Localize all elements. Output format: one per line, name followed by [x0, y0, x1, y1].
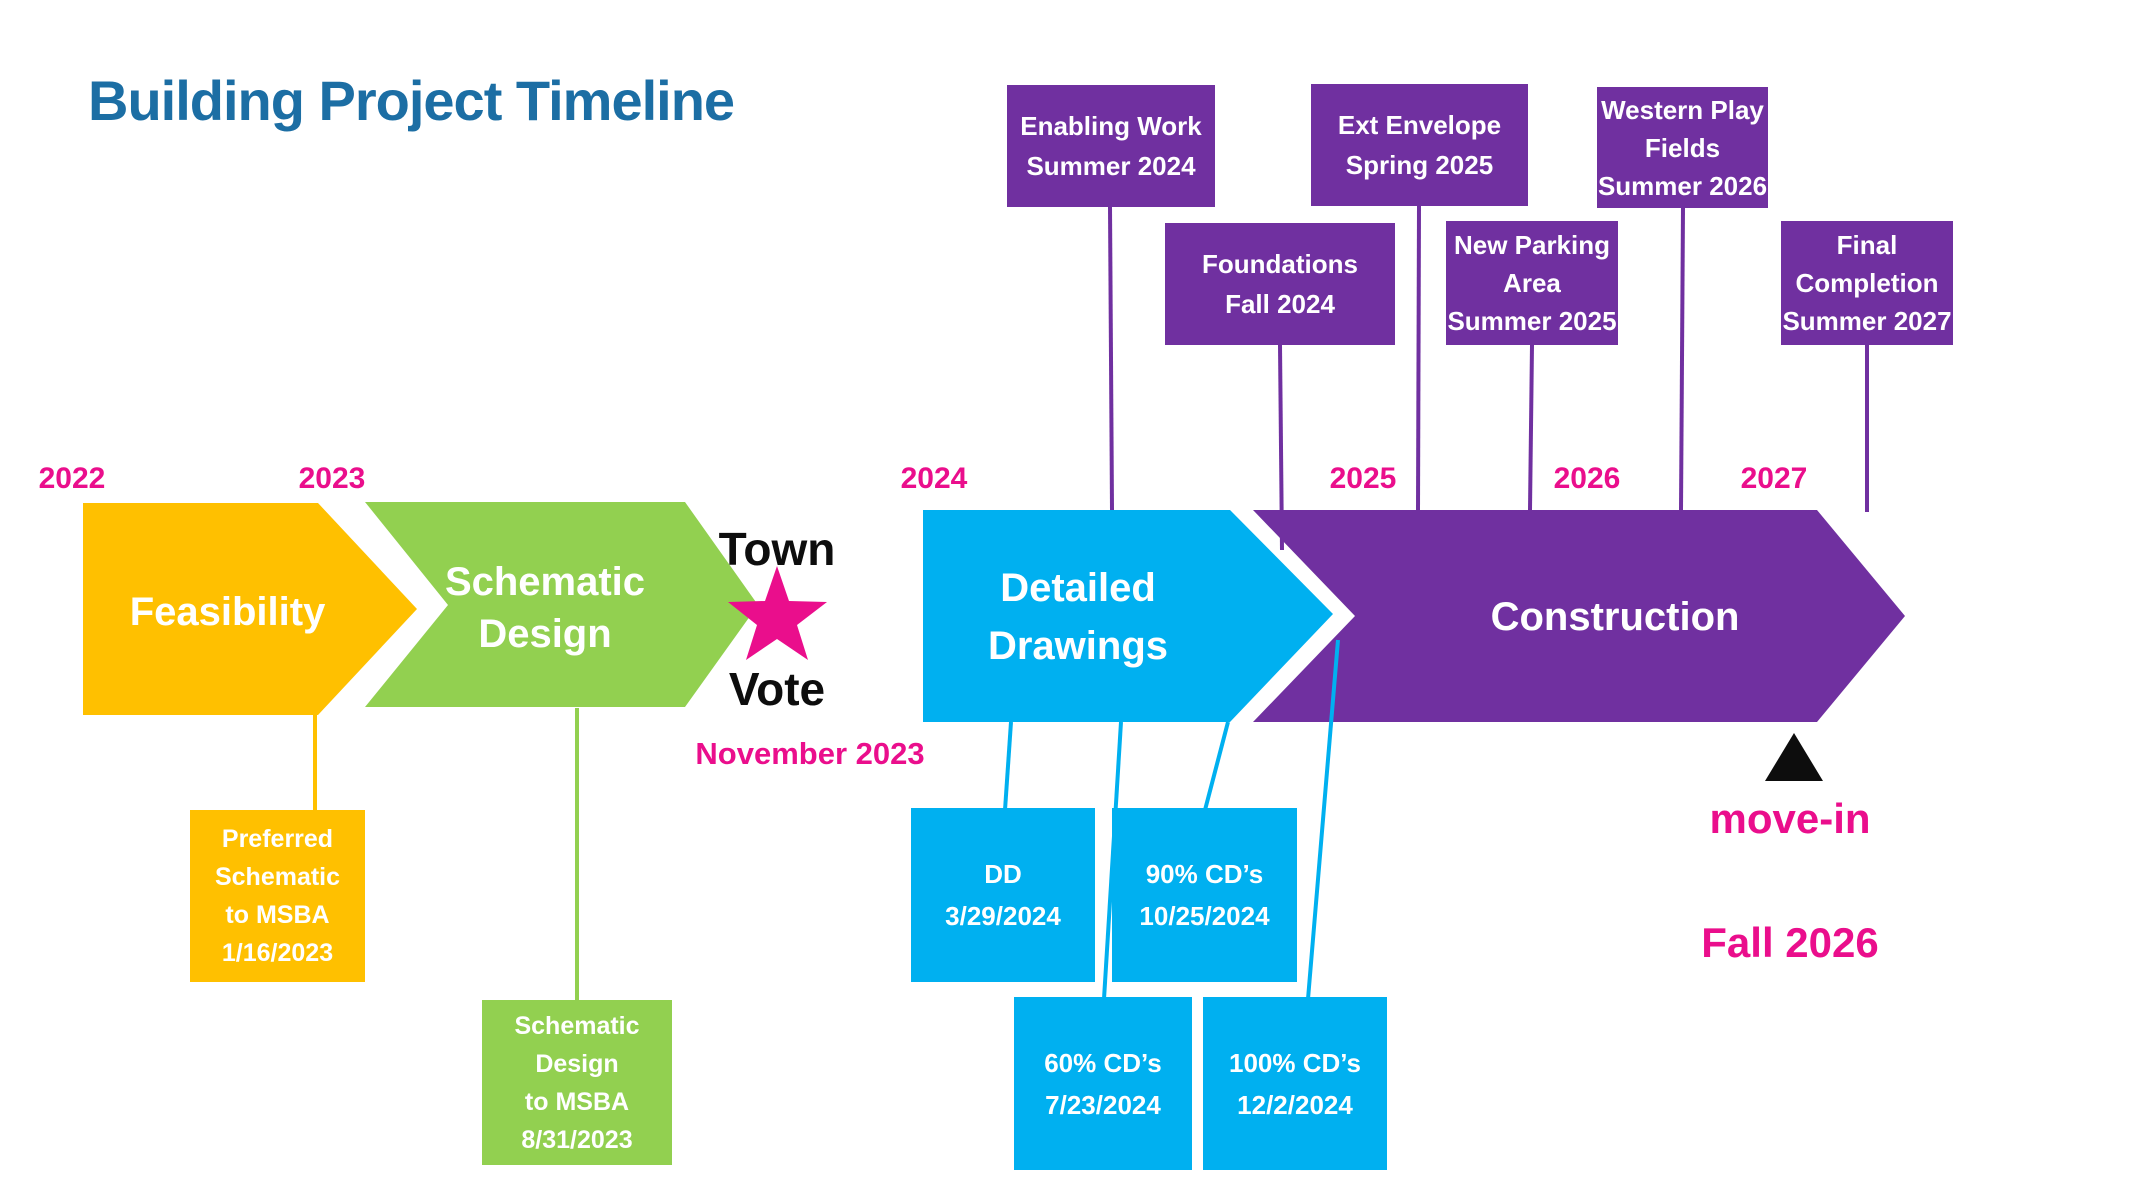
move-in-annotation: move-in Fall 2026 [1660, 788, 1920, 974]
page-title: Building Project Timeline [88, 69, 735, 132]
milestone-box-new-parking: New Parking Area Summer 2025 [1446, 221, 1618, 345]
connector-100-cds [1306, 639, 1340, 1000]
schematic-design-arrow-shape [365, 502, 758, 707]
milestone-box-western-play-fields: Western Play Fields Summer 2026 [1597, 87, 1768, 208]
year-label-2026: 2026 [1553, 462, 1621, 495]
connector-enabling-work [1108, 206, 1114, 511]
move-in-line2: Fall 2026 [1701, 919, 1879, 966]
construction-arrow-label: Construction [1490, 594, 1740, 639]
construction-arrow-shape [1253, 510, 1905, 722]
milestone-box-ext-envelope: Ext Envelope Spring 2025 [1311, 84, 1528, 206]
feasibility-arrow-shape [83, 503, 417, 715]
connector-foundations [1278, 344, 1284, 551]
year-label-2025: 2025 [1329, 462, 1397, 495]
year-label-2024: 2024 [900, 462, 968, 495]
connector-western-play-fields [1679, 207, 1685, 511]
milestone-box-100-cds: 100% CD’s 12/2/2024 [1203, 997, 1387, 1170]
year-label-2022: 2022 [38, 462, 106, 495]
move-in-line1: move-in [1709, 795, 1871, 842]
connector-90-cds [1203, 721, 1230, 811]
schematic-design-arrow-label: Schematic Design [444, 560, 646, 656]
year-label-2027: 2027 [1740, 462, 1808, 495]
milestone-box-dd: DD 3/29/2024 [911, 808, 1095, 982]
milestone-box-foundations: Foundations Fall 2024 [1165, 223, 1395, 345]
milestone-box-final-completion: Final Completion Summer 2027 [1781, 221, 1953, 345]
milestone-box-60-cds: 60% CD’s 7/23/2024 [1014, 997, 1192, 1170]
connector-dd [1003, 721, 1013, 811]
connector-ext-envelope [1416, 205, 1421, 511]
milestone-box-enabling-work: Enabling Work Summer 2024 [1007, 85, 1215, 207]
town-vote-word-top: Town [718, 523, 836, 575]
feasibility-arrow-label: Feasibility [129, 589, 326, 634]
triangle-up-icon [1765, 733, 1823, 781]
detailed-drawings-arrow-label: Detailed Drawings [987, 566, 1169, 668]
detailed-drawings-arrow-shape [923, 510, 1333, 722]
milestone-box-90-cds: 90% CD’s 10/25/2024 [1112, 808, 1297, 982]
milestone-box-preferred-schematic: Preferred Schematic to MSBA 1/16/2023 [190, 810, 365, 982]
town-vote-date: November 2023 [695, 736, 925, 771]
milestone-box-schematic-to-msba: Schematic Design to MSBA 8/31/2023 [482, 1000, 672, 1165]
connector-new-parking [1528, 344, 1534, 511]
star-icon [728, 566, 827, 660]
town-vote-word-bottom: Vote [728, 663, 826, 715]
year-label-2023: 2023 [298, 462, 366, 495]
